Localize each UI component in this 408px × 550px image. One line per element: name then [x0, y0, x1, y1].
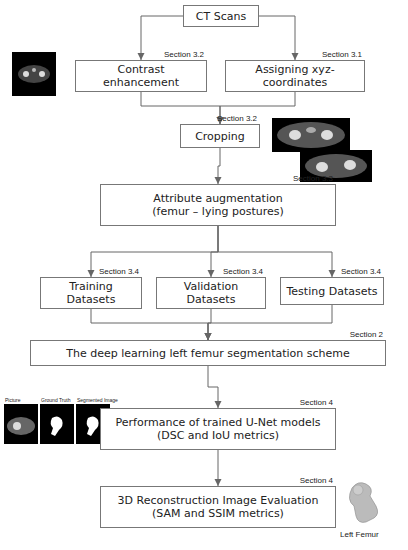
- figure-caption: Left Femur: [340, 530, 379, 539]
- connector-line: [218, 226, 332, 277]
- flow-connector: [217, 92, 296, 124]
- section-label: Section 3.1: [322, 50, 362, 60]
- flow-connector: [88, 226, 219, 277]
- connector-line: [141, 92, 220, 124]
- arrow-head: [215, 479, 222, 486]
- section-label: Section 3.3: [293, 174, 333, 184]
- box-label: The deep learning left femur segmentatio…: [66, 347, 350, 360]
- section-label: Section 3.4: [223, 267, 263, 277]
- flow-connector: [205, 305, 333, 340]
- arrow-head: [205, 333, 212, 340]
- section-label: Section 3.4: [99, 267, 139, 277]
- box-label: Training Datasets: [45, 280, 137, 306]
- panel-label: Ground Truth: [41, 397, 70, 403]
- section-label: Section 4: [300, 476, 333, 486]
- box-label: Cropping: [195, 130, 245, 143]
- process-box: Section 3.3Attribute augmentation (femur…: [100, 184, 336, 226]
- connector-line: [211, 226, 218, 277]
- box-label: Attribute augmentation (femur – lying po…: [137, 192, 299, 218]
- flow-connector: [208, 226, 219, 277]
- connector-line: [91, 226, 218, 277]
- panel-label: Picture: [5, 397, 21, 403]
- box-label: 3D Reconstruction Image Evaluation (SAM …: [107, 494, 329, 520]
- flow-connector: [215, 148, 222, 184]
- process-box: Section 3.2Contrast enhancement: [75, 60, 207, 92]
- arrow-head: [208, 270, 215, 277]
- connector-line: [91, 309, 208, 340]
- section-label: Section 3.4: [341, 267, 381, 277]
- section-label: Section 3.2: [217, 114, 257, 124]
- arrow-head: [215, 177, 222, 184]
- flow-connector: [259, 16, 299, 60]
- section-label: Section 4: [300, 398, 333, 408]
- box-label: Assigning xyz-coordinates: [230, 63, 360, 89]
- process-box: Section 43D Reconstruction Image Evaluat…: [100, 486, 336, 528]
- process-box: Section 3.4Training Datasets: [40, 277, 142, 309]
- connector-line: [208, 305, 332, 340]
- flow-connector: [218, 226, 336, 277]
- arrow-head: [292, 53, 299, 60]
- segmentation-panels: [4, 404, 110, 444]
- flow-connector: [91, 309, 212, 340]
- cropped-ct-thumbnail: [272, 118, 350, 152]
- box-label: Validation Datasets: [161, 280, 261, 306]
- process-box: Section 2The deep learning left femur se…: [30, 340, 386, 366]
- process-box: Section 3.4Testing Datasets: [280, 277, 384, 305]
- panel-label: Segmented Image: [77, 397, 118, 403]
- flow-connector: [141, 92, 224, 124]
- process-box: Section 3.4Validation Datasets: [156, 277, 266, 309]
- process-box: Section 3.2Cropping: [180, 124, 260, 148]
- arrow-head: [215, 401, 222, 408]
- arrow-head: [205, 333, 212, 340]
- process-box: Section 3.1Assigning xyz-coordinates: [225, 60, 365, 92]
- box-label: Testing Datasets: [287, 285, 378, 298]
- flow-connector: [208, 366, 222, 408]
- section-label: Section 2: [350, 330, 383, 340]
- ct-thumbnail: [12, 52, 56, 96]
- femur-model: [349, 483, 377, 523]
- section-label: Section 3.2: [164, 50, 204, 60]
- connector-line: [259, 16, 295, 60]
- arrow-head: [138, 53, 145, 60]
- arrow-head: [329, 270, 336, 277]
- flow-connector: [215, 450, 222, 486]
- process-box: CT Scans: [183, 5, 259, 27]
- box-label: Contrast enhancement: [80, 63, 202, 89]
- box-label: Performance of trained U-Net models (DSC…: [107, 416, 329, 442]
- arrow-head: [88, 270, 95, 277]
- arrow-head: [205, 333, 212, 340]
- box-label: CT Scans: [196, 10, 246, 23]
- process-box: Section 4Performance of trained U-Net mo…: [100, 408, 336, 450]
